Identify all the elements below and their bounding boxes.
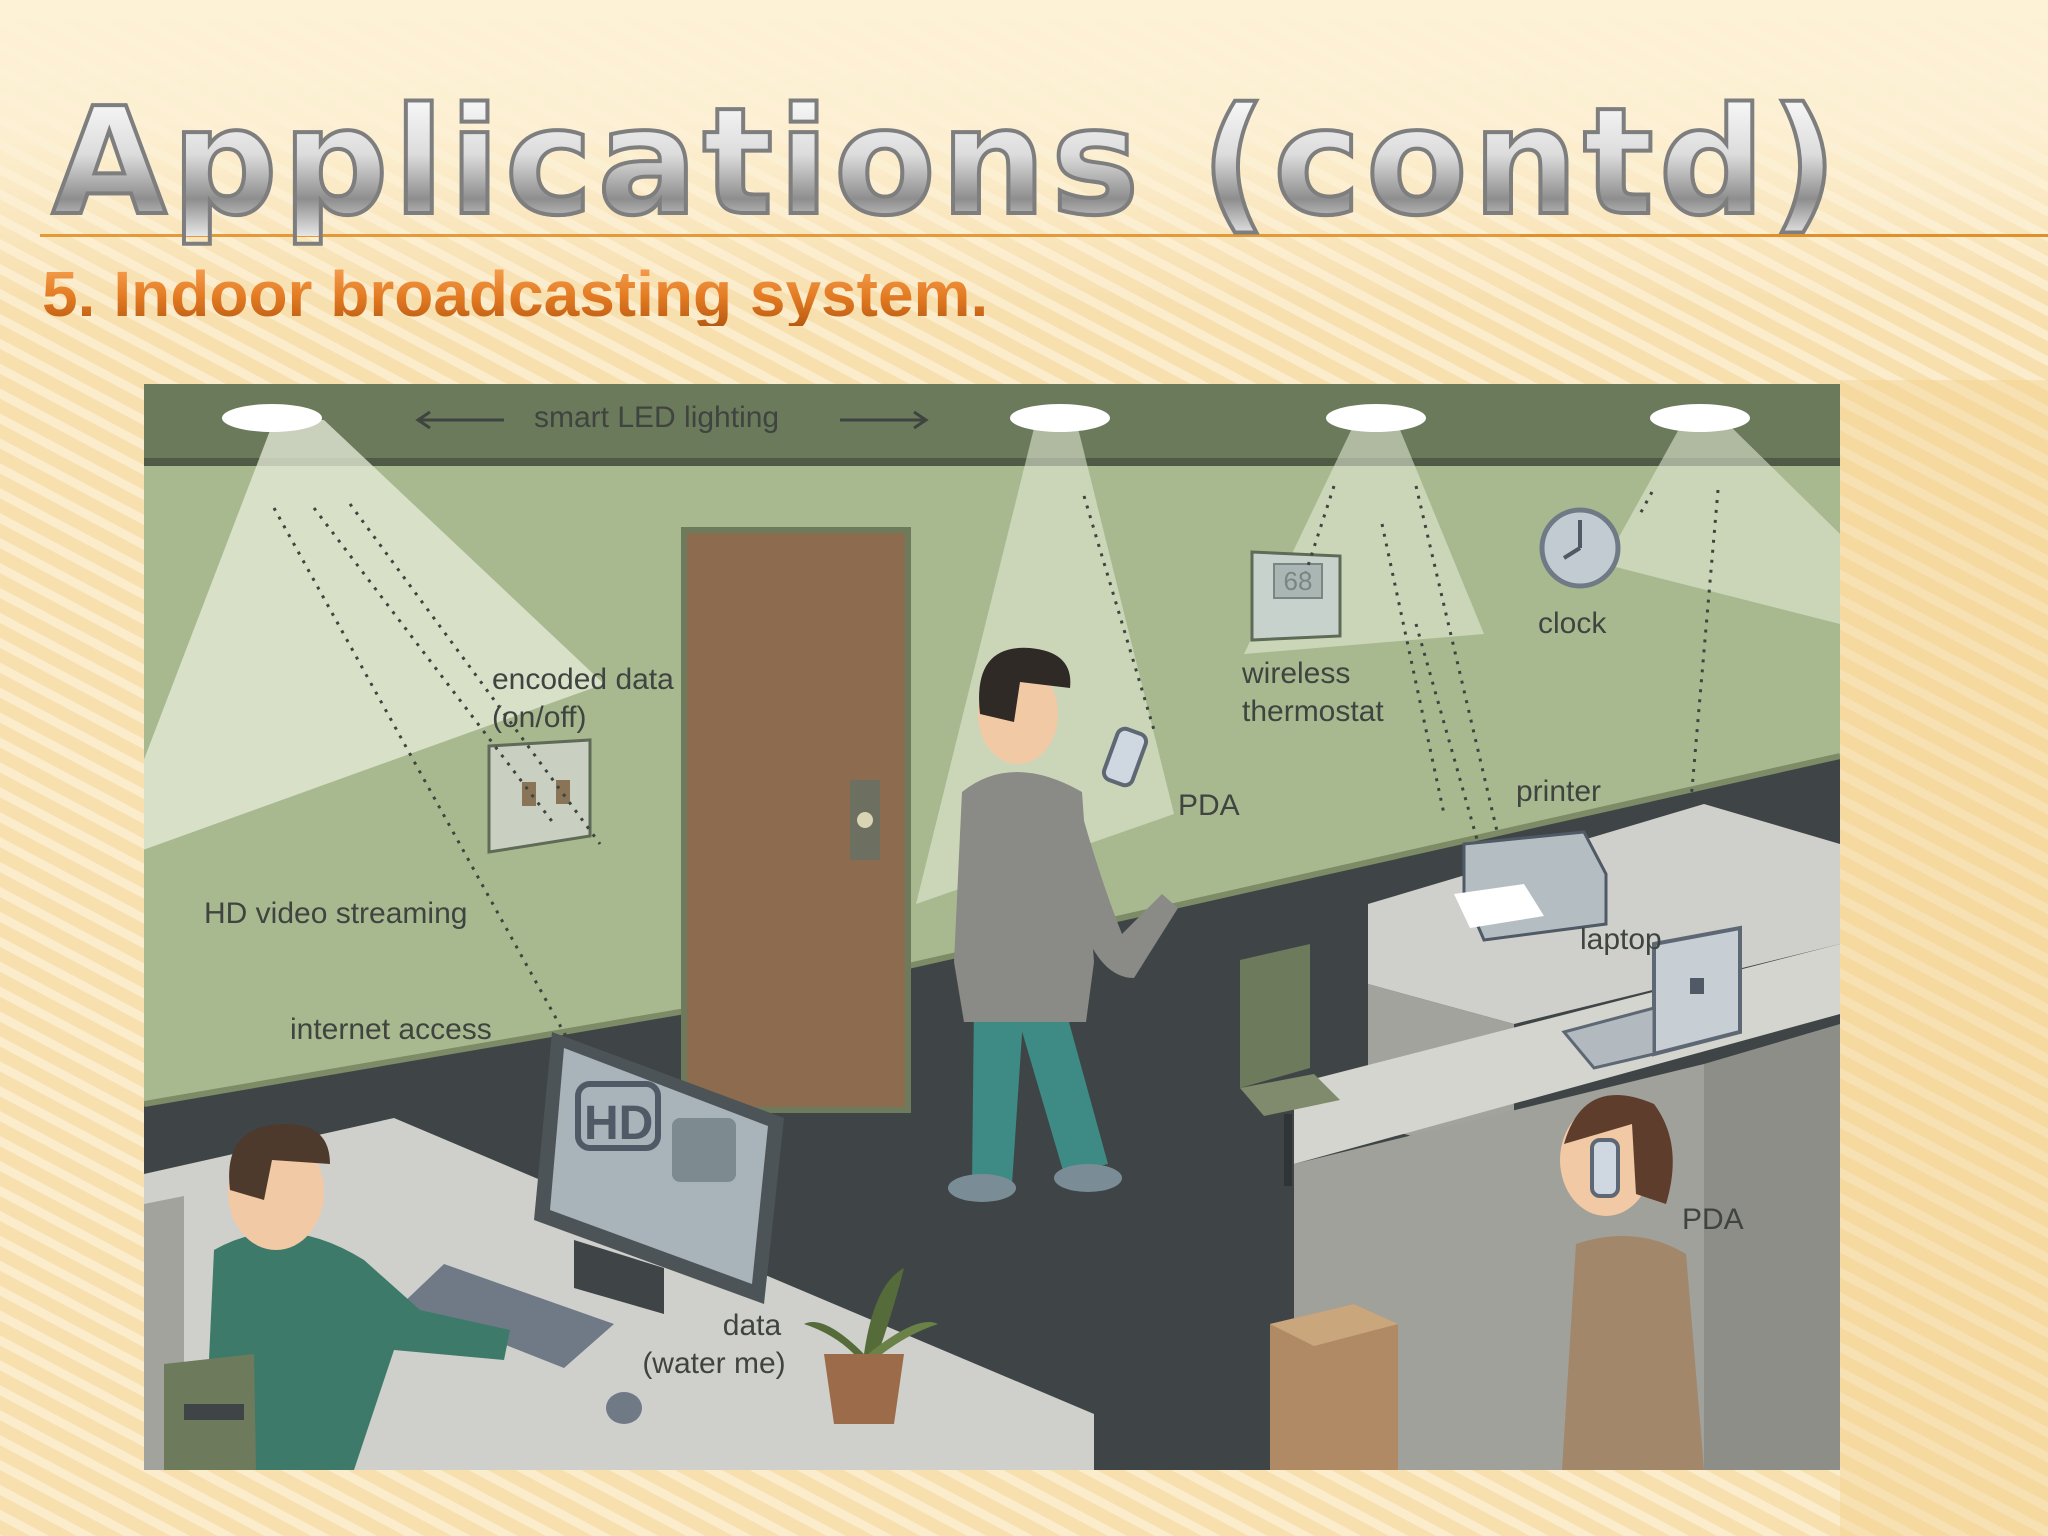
light-cone-4	[1604, 420, 1840, 624]
slide-title: Applications (contd)	[50, 76, 1843, 248]
smart-led-lighting-label: smart LED lighting	[534, 401, 780, 434]
cardboard-box	[1270, 1304, 1398, 1470]
thermostat-display: 68	[1283, 566, 1313, 596]
keyboard	[402, 1264, 614, 1368]
office-scene: HD	[144, 384, 1840, 1470]
water-me-label: (water me)	[642, 1347, 786, 1380]
computer-monitor: HD	[534, 1032, 784, 1314]
pda-standing-label: PDA	[1178, 789, 1240, 822]
seated-woman	[1560, 1095, 1704, 1470]
subtitle-text: Indoor broadcasting system.	[113, 258, 989, 330]
computer-mouse	[606, 1392, 642, 1424]
monitor-hd-label: HD	[584, 1097, 653, 1150]
potted-plant	[804, 1268, 938, 1424]
seated-man	[164, 1124, 510, 1470]
light-switch	[487, 738, 592, 854]
printer-label: printer	[1516, 775, 1602, 808]
indoor-broadcasting-illustration: HD smart LED lighting encoded data (on/o…	[144, 384, 1840, 1470]
led-light-4	[1650, 404, 1750, 432]
standing-person	[948, 647, 1178, 1202]
subtitle-number: 5.	[42, 258, 96, 330]
ceiling	[144, 384, 1840, 462]
encoded-data-label: encoded data	[492, 663, 674, 696]
printer-device	[1454, 830, 1608, 942]
title-underline	[40, 234, 1520, 237]
internet-access-label: internet access	[290, 1013, 492, 1046]
encoded-data-onoff-label: (on/off)	[492, 701, 587, 734]
wireless-label: wireless	[1242, 657, 1351, 690]
office-chair-back	[1240, 944, 1340, 1186]
hd-video-streaming-label: HD video streaming	[204, 897, 468, 930]
led-light-1	[222, 404, 322, 432]
pda-desk-icon	[1590, 1138, 1620, 1198]
title-rule-right	[1520, 234, 2048, 237]
laptop-label: laptop	[1580, 923, 1662, 956]
led-light-2	[1010, 404, 1110, 432]
laptop-device	[1561, 925, 1742, 1070]
data-label: data	[722, 1309, 782, 1342]
thermostat-label: thermostat	[1242, 695, 1384, 728]
slide-subtitle: 5.Indoor broadcasting system.	[42, 262, 988, 326]
clock-label: clock	[1538, 607, 1607, 640]
pda-standing-icon	[1101, 726, 1149, 788]
light-cone-1	[144, 420, 604, 850]
led-light-3	[1326, 404, 1426, 432]
pda-desk-label: PDA	[1682, 1203, 1744, 1236]
